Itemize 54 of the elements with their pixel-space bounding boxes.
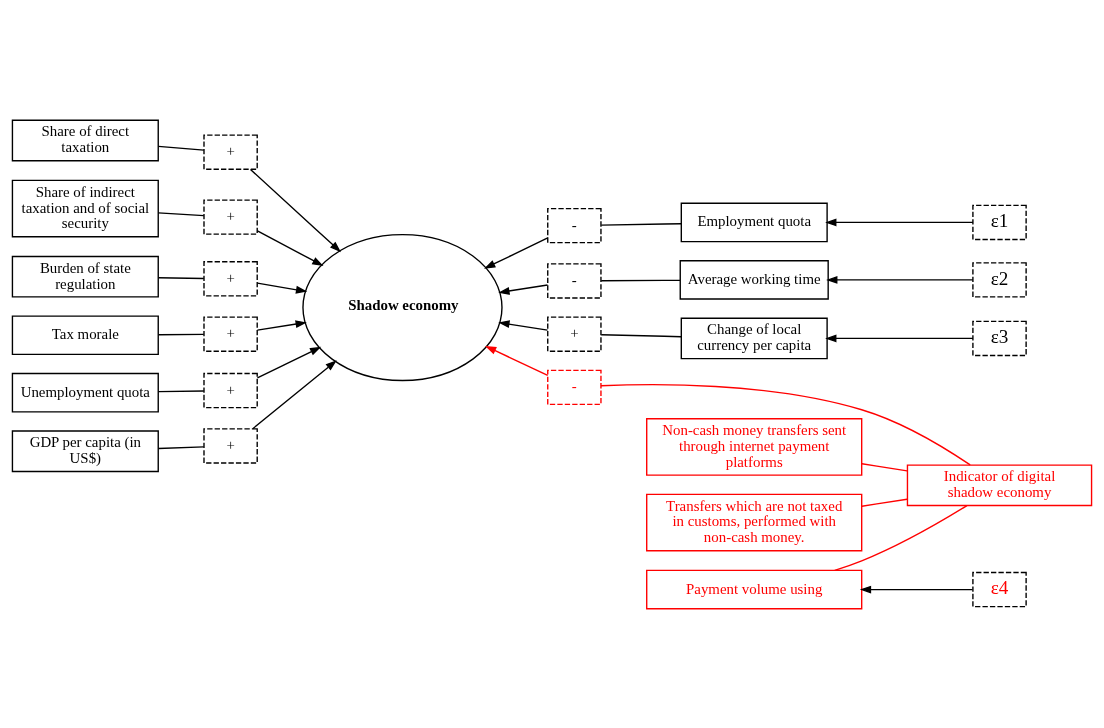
- arrow: [484, 236, 549, 269]
- arrow: [249, 168, 342, 252]
- arrow: [826, 275, 974, 284]
- node-ellipse: Shadow economy: [302, 233, 503, 381]
- connector: [600, 222, 682, 226]
- connector: [861, 462, 908, 472]
- arrow: [825, 217, 974, 226]
- node-box: +: [203, 372, 258, 408]
- connector: [600, 383, 971, 466]
- connector: [157, 389, 205, 392]
- node-box: GDP per capita (in US$): [11, 429, 159, 472]
- node-box: Non-cash money transfers sent through internet payment platforms: [646, 417, 863, 476]
- arrow: [859, 585, 974, 594]
- connector: [861, 498, 908, 507]
- node-box: +: [203, 133, 258, 170]
- node-box: +: [203, 260, 258, 297]
- node-box: ε1: [972, 204, 1027, 240]
- connector: [157, 145, 205, 151]
- node-box: -: [547, 262, 602, 299]
- node-box: -: [547, 207, 602, 243]
- node-box: ε4: [972, 571, 1027, 607]
- node-box: +: [203, 315, 258, 352]
- arrow: [498, 283, 549, 295]
- connector: [157, 211, 205, 216]
- node-box: Share of indirect taxation and of social security: [11, 179, 159, 237]
- arrow: [256, 346, 322, 379]
- arrow: [252, 359, 337, 429]
- node-box: Payment volume using: [646, 569, 863, 609]
- arrow: [485, 345, 549, 376]
- node-box: +: [203, 427, 258, 464]
- node-box: +: [203, 198, 258, 235]
- connector: [600, 333, 682, 337]
- node-box: -: [547, 369, 602, 405]
- connector: [157, 445, 205, 449]
- node-box: ε2: [972, 261, 1027, 298]
- node-box: Tax morale: [11, 314, 159, 355]
- arrow: [825, 333, 974, 342]
- connector: [157, 333, 205, 335]
- arrow: [256, 319, 307, 331]
- node-box: +: [547, 315, 602, 352]
- connector: [157, 276, 205, 279]
- node-box: Transfers which are not taxed in customs, performed with non-cash money.: [646, 493, 863, 551]
- node-box: Unemployment quota: [11, 372, 159, 413]
- node-box: Burden of state regulation: [11, 255, 159, 298]
- arrow: [256, 282, 308, 294]
- node-box: Share of direct taxation: [11, 119, 159, 161]
- node-box: Indicator of digital shadow economy: [906, 463, 1093, 506]
- node-box: Average working time: [679, 259, 829, 300]
- node-box: Change of local currency per capita: [680, 317, 828, 359]
- node-box: Employment quota: [680, 202, 828, 242]
- connector: [600, 279, 681, 281]
- node-box: ε3: [972, 320, 1027, 356]
- arrow: [256, 229, 324, 266]
- arrow: [498, 319, 549, 331]
